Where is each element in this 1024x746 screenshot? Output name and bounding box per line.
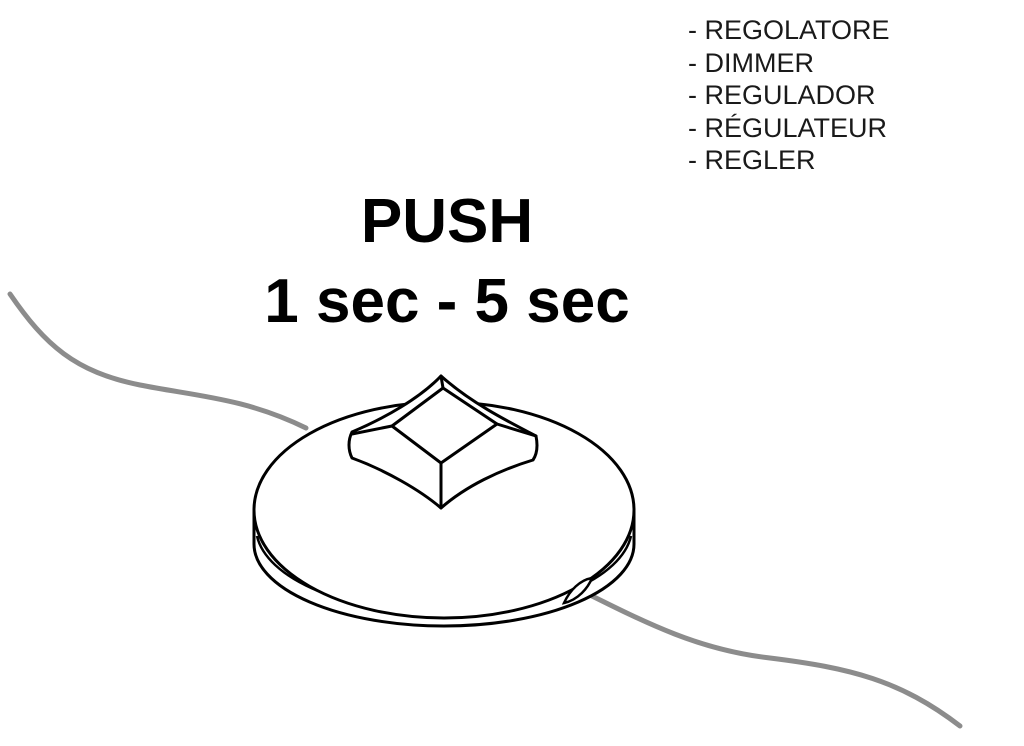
label-german: - REGLER — [688, 145, 816, 175]
dimmer-disc — [252, 400, 636, 628]
device-name-list: - REGOLATORE - DIMMER - REGULADOR - RÉGU… — [688, 14, 890, 177]
push-button[interactable] — [347, 374, 539, 510]
label-english: - DIMMER — [688, 47, 814, 78]
push-instruction: PUSH — [360, 187, 534, 256]
label-french: - RÉGULATEUR — [688, 112, 888, 143]
cable-left — [7, 291, 309, 431]
label-italian: - REGOLATORE — [688, 15, 890, 45]
cable-right — [577, 587, 963, 729]
push-duration: 1 sec - 5 sec — [264, 267, 630, 336]
label-spanish: - REGULADOR — [688, 80, 876, 110]
cable-notch — [561, 576, 594, 605]
